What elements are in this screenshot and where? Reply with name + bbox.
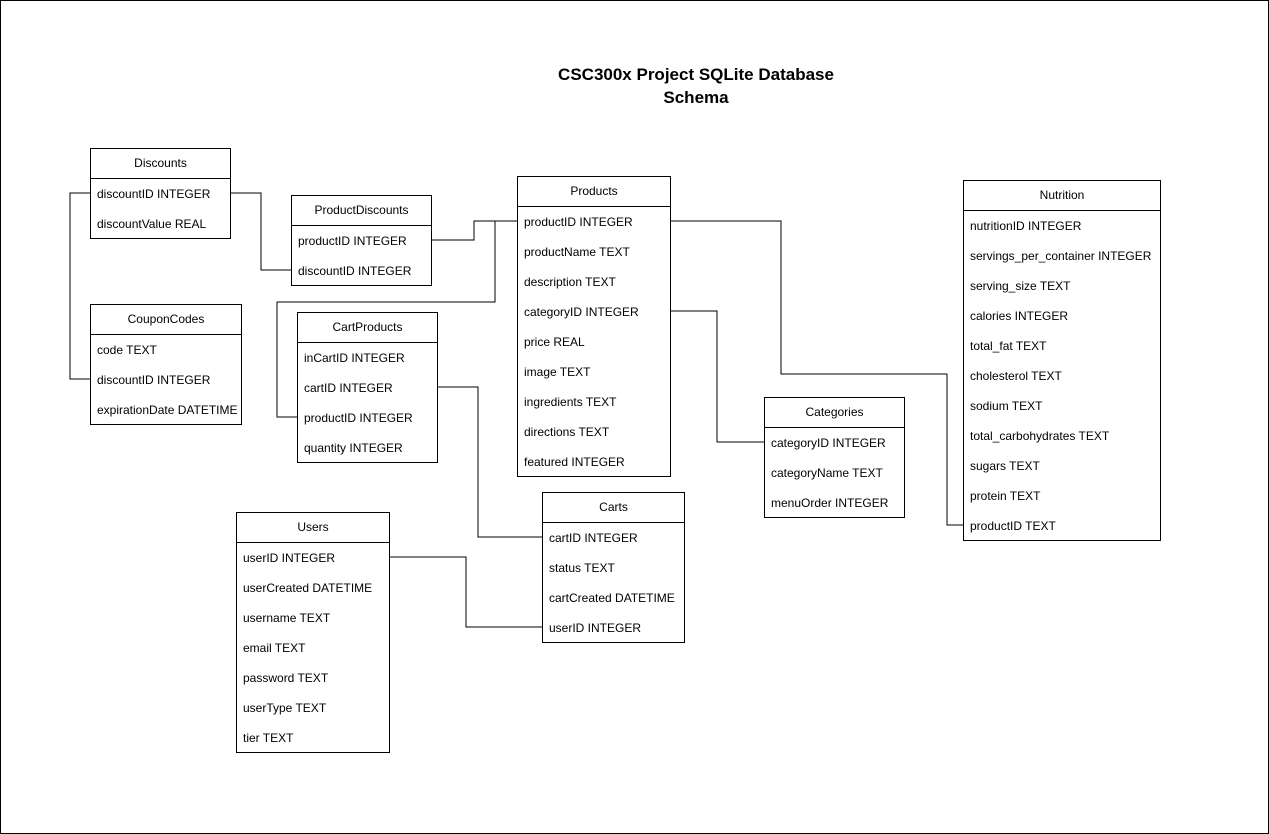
field-row: servings_per_container INTEGER: [970, 249, 1152, 263]
table-discounts[interactable]: Discounts discountID INTEGER discountVal…: [90, 148, 231, 239]
table-products[interactable]: Products productID INTEGER productName T…: [517, 176, 671, 477]
field-row: discountID INTEGER: [97, 187, 211, 201]
field-row: productID INTEGER: [524, 215, 633, 229]
table-categories[interactable]: Categories categoryID INTEGER categoryNa…: [764, 397, 905, 518]
field-row: total_carbohydrates TEXT: [970, 429, 1110, 443]
table-header: Categories: [765, 398, 904, 428]
field-row: serving_size TEXT: [970, 279, 1071, 293]
field-row: productID TEXT: [970, 519, 1056, 533]
connector-cartproducts-carts: [437, 386, 542, 538]
field-row: userID INTEGER: [243, 551, 336, 565]
field-row: productID INTEGER: [298, 234, 407, 248]
connector-products-categories: [670, 310, 764, 443]
field-row: price REAL: [524, 335, 585, 349]
field-row: total_fat TEXT: [970, 339, 1047, 353]
field-row: password TEXT: [243, 671, 329, 685]
field-row: code TEXT: [97, 343, 157, 357]
field-row: ingredients TEXT: [524, 395, 617, 409]
connector-users-carts: [389, 556, 542, 628]
field-row: cholesterol TEXT: [970, 369, 1062, 383]
field-row: status TEXT: [549, 561, 615, 575]
field-row: featured INTEGER: [524, 455, 625, 469]
field-row: categoryID INTEGER: [524, 305, 639, 319]
field-row: productName TEXT: [524, 245, 630, 259]
table-header: ProductDiscounts: [292, 196, 431, 226]
field-row: menuOrder INTEGER: [771, 496, 889, 510]
table-carts[interactable]: Carts cartID INTEGER status TEXT cartCre…: [542, 492, 685, 643]
field-row: email TEXT: [243, 641, 306, 655]
table-header: Nutrition: [964, 181, 1160, 211]
table-header: Carts: [543, 493, 684, 523]
field-row: categoryID INTEGER: [771, 436, 886, 450]
table-header: CouponCodes: [91, 305, 241, 335]
field-row: cartID INTEGER: [549, 531, 638, 545]
field-row: cartCreated DATETIME: [549, 591, 675, 605]
diagram-title-line-1: CSC300x Project SQLite Database: [558, 65, 834, 84]
table-header: CartProducts: [298, 313, 437, 343]
field-row: discountID INTEGER: [298, 264, 412, 278]
field-row: categoryName TEXT: [771, 466, 883, 480]
table-header: Discounts: [91, 149, 230, 179]
field-row: cartID INTEGER: [304, 381, 393, 395]
field-row: calories INTEGER: [970, 309, 1069, 323]
field-row: userType TEXT: [243, 701, 327, 715]
field-row: protein TEXT: [970, 489, 1041, 503]
field-row: userCreated DATETIME: [243, 581, 373, 595]
table-header: Products: [518, 177, 670, 207]
table-couponcodes[interactable]: CouponCodes code TEXT discountID INTEGER…: [90, 304, 242, 425]
table-nutrition[interactable]: Nutrition nutritionID INTEGER servings_p…: [963, 180, 1161, 541]
table-cartproducts[interactable]: CartProducts inCartID INTEGER cartID INT…: [297, 312, 438, 463]
table-header: Users: [237, 513, 389, 543]
field-row: directions TEXT: [524, 425, 610, 439]
connector-products-cartproducts: [276, 220, 517, 418]
field-row: sugars TEXT: [970, 459, 1040, 473]
field-row: image TEXT: [524, 365, 591, 379]
field-row: expirationDate DATETIME: [97, 403, 238, 417]
field-row: inCartID INTEGER: [304, 351, 405, 365]
connector-discounts-couponcodes: [69, 192, 90, 380]
field-row: nutritionID INTEGER: [970, 219, 1082, 233]
field-row: quantity INTEGER: [304, 441, 403, 455]
connector-discounts-productdiscounts: [230, 192, 291, 271]
field-row: discountValue REAL: [97, 217, 207, 231]
connector-products-nutrition: [670, 220, 963, 526]
table-users[interactable]: Users userID INTEGER userCreated DATETIM…: [236, 512, 390, 753]
table-productdiscounts[interactable]: ProductDiscounts productID INTEGER disco…: [291, 195, 432, 286]
diagram-title: CSC300x Project SQLite Database Schema: [496, 63, 896, 109]
field-row: productID INTEGER: [304, 411, 413, 425]
field-row: description TEXT: [524, 275, 616, 289]
diagram-title-line-2: Schema: [663, 88, 729, 107]
field-row: discountID INTEGER: [97, 373, 211, 387]
field-row: tier TEXT: [243, 731, 294, 745]
field-row: username TEXT: [243, 611, 331, 625]
field-row: userID INTEGER: [549, 621, 642, 635]
connector-productdiscounts-products: [431, 220, 517, 241]
field-row: sodium TEXT: [970, 399, 1043, 413]
